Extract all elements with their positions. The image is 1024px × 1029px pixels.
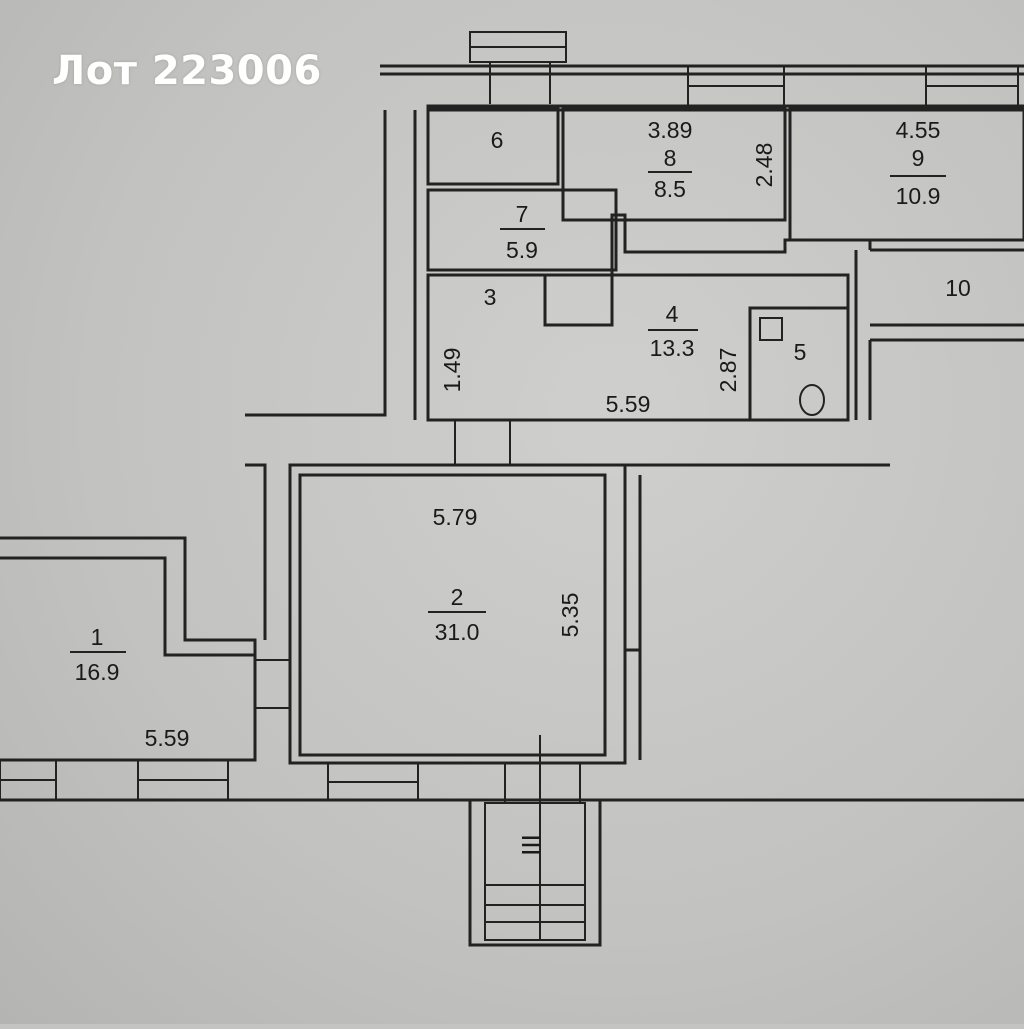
room-4-depth: 2.87 (715, 348, 741, 393)
room-1-number: 1 (91, 624, 104, 650)
room-9-number: 9 (912, 145, 925, 171)
entrance-label: III (516, 834, 546, 856)
room-2-width: 5.79 (433, 504, 478, 530)
room-4-area: 13.3 (650, 335, 695, 361)
room-8-width: 3.89 (648, 117, 693, 143)
room-4-number: 4 (666, 301, 679, 327)
room-1-area: 16.9 (75, 659, 120, 685)
room-7-area: 5.9 (506, 237, 538, 263)
room-7-number: 7 (516, 201, 529, 227)
toilet-icon (799, 384, 825, 416)
room-8-number: 8 (664, 145, 677, 171)
room-6-number: 6 (491, 127, 504, 153)
room-2-area: 31.0 (435, 619, 480, 645)
room-3-dim: 1.49 (439, 348, 465, 393)
room-8-area: 8.5 (654, 176, 686, 202)
fixtures (759, 317, 825, 416)
room-9-area: 10.9 (896, 183, 941, 209)
room-2-depth: 5.35 (557, 593, 583, 638)
room-1-width: 5.59 (145, 725, 190, 751)
room-9-width: 4.55 (896, 117, 941, 143)
sink-icon (759, 317, 783, 341)
room-4-width: 5.59 (606, 391, 651, 417)
room-10-number: 10 (945, 275, 971, 301)
walls (0, 31, 1024, 947)
room-5-number: 5 (794, 339, 807, 365)
lot-label: Лот 223006 (52, 48, 322, 94)
room-3-number: 3 (484, 284, 497, 310)
room-2-number: 2 (451, 584, 464, 610)
room-8-depth: 2.48 (751, 143, 777, 188)
